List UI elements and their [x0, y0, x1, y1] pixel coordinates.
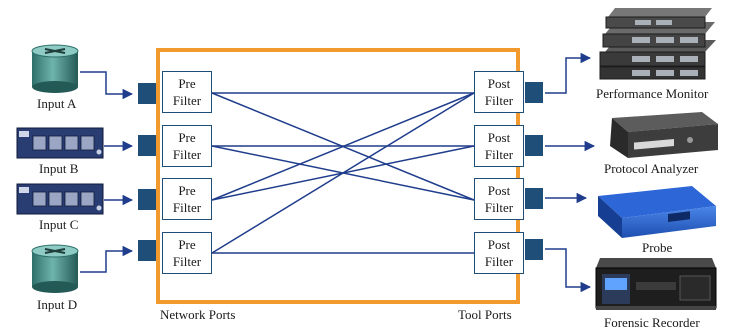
network-port-c: [138, 189, 156, 210]
network-ports-label: Network Ports: [160, 307, 236, 322]
pre-filter-3-line2: Filter: [172, 200, 202, 215]
pre-filter-4-line2: Filter: [172, 254, 202, 269]
filter-frame: [156, 48, 520, 304]
tool-port-3: [525, 188, 543, 209]
network-port-b: [138, 135, 156, 156]
input-c-label: Input C: [39, 217, 79, 232]
pre-filter-2: Pre Filter: [162, 125, 212, 167]
input-b-label: Input B: [39, 161, 79, 176]
tool-port-4: [525, 239, 543, 260]
post-filter-1: Post Filter: [474, 71, 524, 113]
output-arrows: [545, 52, 596, 293]
input-arrows: [80, 71, 134, 273]
post-filter-1-line2: Filter: [484, 93, 514, 108]
tool-ports-label: Tool Ports: [458, 307, 512, 322]
input-d-label: Input D: [37, 297, 78, 312]
analyzer-appliance-icon: [610, 112, 718, 158]
router-icon: [31, 244, 79, 293]
connection-lines: [211, 92, 475, 254]
tool-port-2: [525, 135, 543, 156]
probe-appliance-icon: [598, 186, 716, 238]
pre-filter-3: Pre Filter: [162, 178, 212, 220]
input-a-arrow: [80, 71, 134, 100]
input-d-arrow: [80, 245, 134, 273]
input-a-label: Input A: [37, 96, 77, 111]
output-performance-arrow: [545, 52, 592, 94]
post-filter-2-line1: Post: [487, 130, 511, 145]
pre-filter-4: Pre Filter: [162, 232, 212, 274]
connection-line: [211, 92, 475, 201]
pre-filter-1-line2: Filter: [172, 93, 202, 108]
network-ports: [138, 83, 156, 261]
network-port-d: [138, 240, 156, 261]
post-filter-4-line1: Post: [487, 237, 511, 252]
post-filter-3-line2: Filter: [484, 200, 514, 215]
pre-filter-2-line1: Pre: [178, 130, 196, 145]
probe-label: Probe: [642, 240, 673, 255]
tool-port-1: [525, 82, 543, 103]
network-port-a: [138, 83, 156, 104]
server-stack-icon: [599, 8, 716, 80]
pre-filter-1: Pre Filter: [162, 71, 212, 113]
post-filter-3-line1: Post: [487, 183, 511, 198]
recorder-appliance-icon: [595, 258, 717, 310]
pre-filter-2-line2: Filter: [172, 147, 202, 162]
protocol-analyzer-label: Protocol Analyzer: [604, 161, 699, 176]
pre-filter-3-line1: Pre: [178, 183, 196, 198]
pre-filter-4-line1: Pre: [178, 237, 196, 252]
performance-monitor-label: Performance Monitor: [596, 86, 709, 101]
tool-ports: [525, 82, 543, 260]
router-icon: [31, 44, 79, 93]
connection-line: [211, 92, 475, 254]
network-module-icon: [16, 183, 104, 215]
post-filter-4-line2: Filter: [484, 254, 514, 269]
post-filter-2-line2: Filter: [484, 147, 514, 162]
output-recorder-arrow: [545, 248, 592, 293]
network-module-icon: [16, 127, 104, 159]
pre-filter-1-line1: Pre: [178, 76, 196, 91]
forensic-recorder-label: Forensic Recorder: [604, 315, 700, 330]
post-filter-3: Post Filter: [474, 178, 524, 220]
post-filter-4: Post Filter: [474, 232, 524, 274]
post-filter-1-line1: Post: [487, 76, 511, 91]
post-filter-2: Post Filter: [474, 125, 524, 167]
